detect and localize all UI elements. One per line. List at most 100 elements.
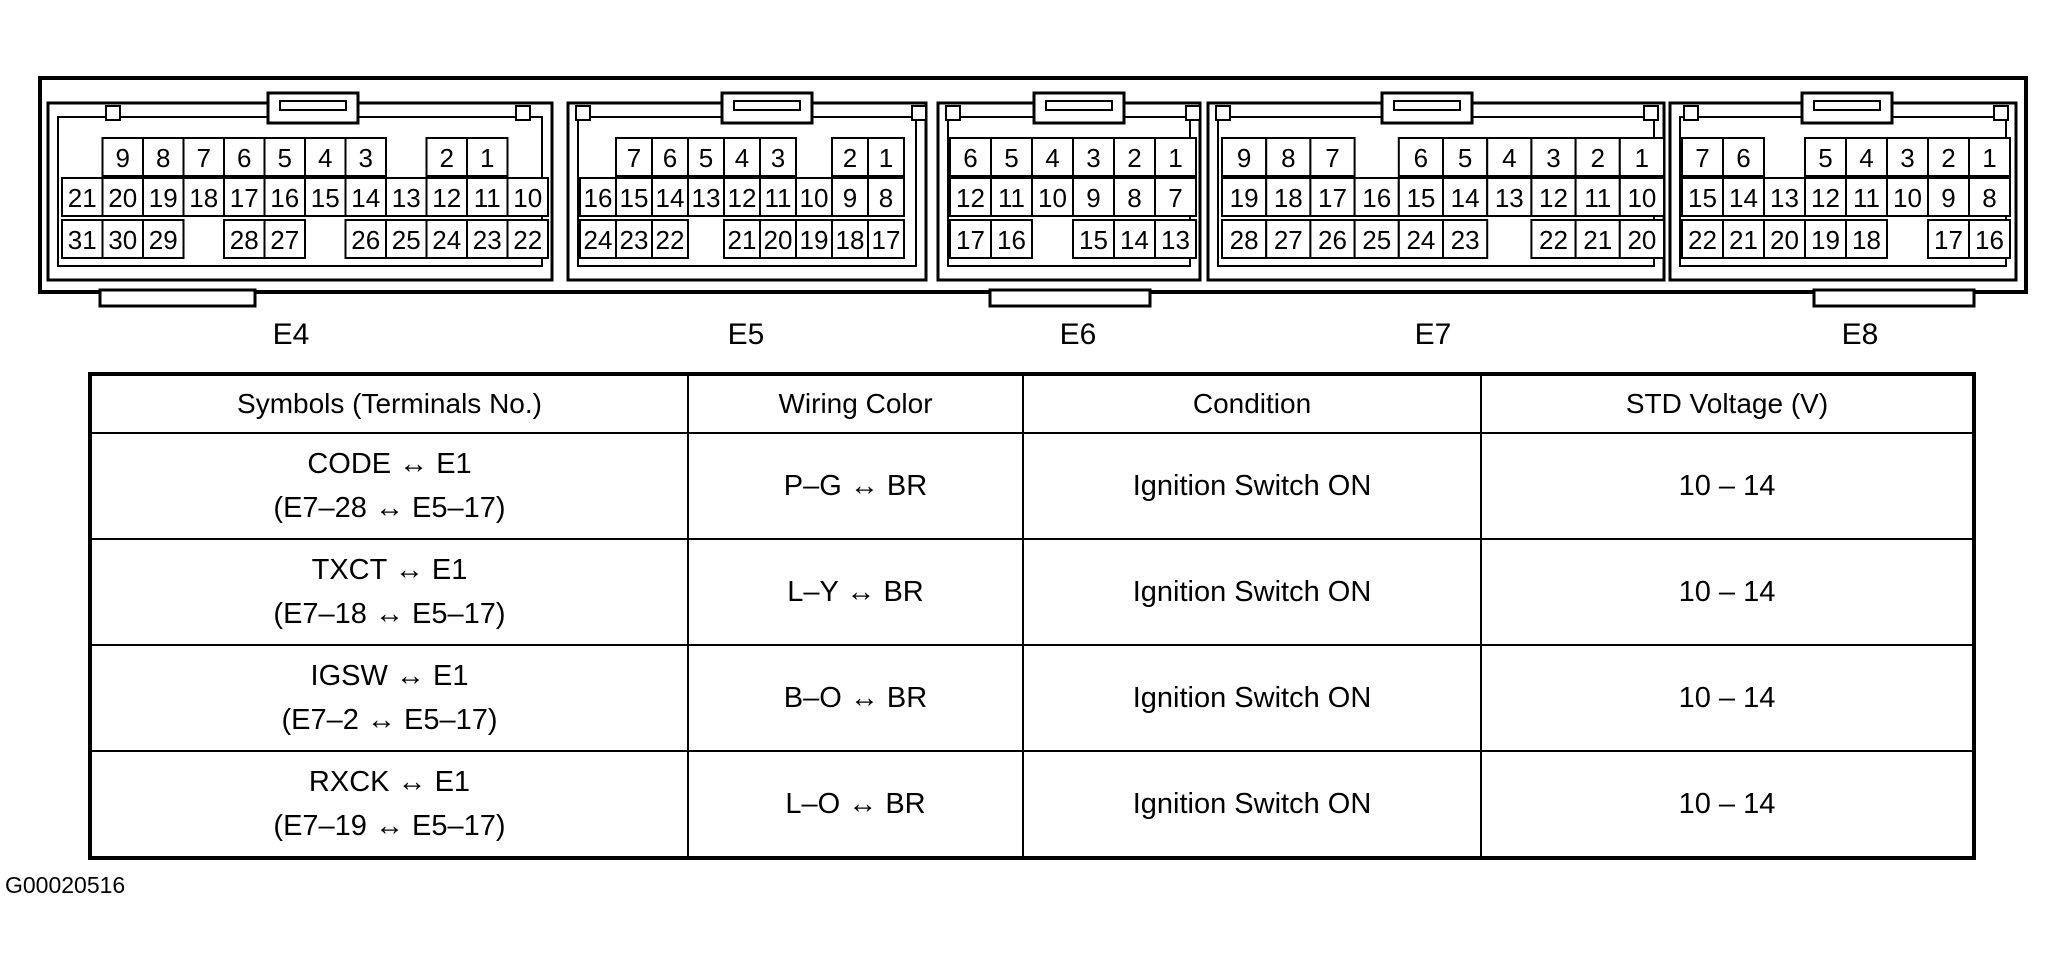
terminal-number: 5 bbox=[1818, 143, 1832, 173]
terminal-cell bbox=[1353, 219, 1400, 259]
terminal-cell bbox=[344, 177, 387, 217]
terminal-cell bbox=[1886, 137, 1929, 177]
terminal-cell bbox=[990, 177, 1033, 217]
terminal-number: 14 bbox=[1451, 183, 1480, 213]
terminal-cell bbox=[1265, 219, 1312, 259]
connector-latch bbox=[720, 91, 814, 125]
terminal-number: 5 bbox=[278, 143, 292, 173]
terminal-number: 17 bbox=[956, 225, 985, 255]
terminal-number: 16 bbox=[1362, 183, 1391, 213]
terminal-number: 13 bbox=[1770, 183, 1799, 213]
connector-label-e7: E7 bbox=[1414, 318, 1452, 351]
terminal-cell bbox=[425, 219, 468, 259]
terminal-number: 22 bbox=[513, 225, 542, 255]
terminal-number: 30 bbox=[108, 225, 137, 255]
terminal-cell bbox=[579, 219, 617, 259]
terminal-number: 2 bbox=[843, 143, 857, 173]
terminal-number: 9 bbox=[843, 183, 857, 213]
terminal-number: 15 bbox=[1688, 183, 1717, 213]
symbol-text: IGSW ↔ E1 bbox=[310, 660, 469, 692]
terminal-number: 2 bbox=[1590, 143, 1604, 173]
terminal-number: 12 bbox=[728, 183, 757, 213]
terminal-number: 7 bbox=[1325, 143, 1339, 173]
connector-label-e4: E4 bbox=[272, 318, 310, 351]
terminal-cell bbox=[1681, 177, 1724, 217]
terminal-number: 22 bbox=[656, 225, 685, 255]
terminal-cell bbox=[1681, 219, 1724, 259]
terminal-cell bbox=[1886, 177, 1929, 217]
terminal-cell bbox=[506, 177, 549, 217]
terminal-text: (E7–18 ↔ E5–17) bbox=[273, 598, 506, 630]
terminal-number: 6 bbox=[237, 143, 251, 173]
terminal-number: 3 bbox=[1546, 143, 1560, 173]
terminal-cell bbox=[867, 219, 905, 259]
terminal-number: 23 bbox=[1451, 225, 1480, 255]
connector-latch-slot bbox=[1393, 100, 1461, 111]
terminal-number: 12 bbox=[1811, 183, 1840, 213]
terminal-cell bbox=[759, 137, 797, 177]
symbol-text: RXCK ↔ E1 bbox=[308, 766, 471, 798]
terminal-number: 8 bbox=[879, 183, 893, 213]
terminal-number: 11 bbox=[474, 183, 501, 213]
terminal-number: 7 bbox=[1695, 143, 1709, 173]
terminal-number: 16 bbox=[997, 225, 1026, 255]
terminal-number: 8 bbox=[1281, 143, 1295, 173]
terminal-number: 23 bbox=[620, 225, 649, 255]
terminal-cell bbox=[466, 177, 509, 217]
connector-latch bbox=[1800, 91, 1894, 125]
header-condition: Condition bbox=[1022, 373, 1482, 434]
terminal-number: 24 bbox=[432, 225, 461, 255]
terminal-number: 3 bbox=[771, 143, 785, 173]
terminal-number: 4 bbox=[735, 143, 749, 173]
table-row: CODE ↔ E1 (E7–28 ↔ E5–17) P–G ↔ BR Ignit… bbox=[89, 432, 1975, 540]
terminal-cell bbox=[1574, 177, 1621, 217]
terminal-cell bbox=[1309, 177, 1356, 217]
terminal-cell bbox=[1031, 137, 1074, 177]
terminal-number: 31 bbox=[68, 225, 97, 255]
terminal-number: 10 bbox=[1038, 183, 1067, 213]
terminal-number: 21 bbox=[1729, 225, 1758, 255]
terminal-cell bbox=[1113, 137, 1156, 177]
voltage-cell: 10 – 14 bbox=[1480, 750, 1975, 859]
terminal-number: 25 bbox=[1362, 225, 1391, 255]
terminal-cell bbox=[1309, 137, 1356, 177]
terminal-cell bbox=[687, 137, 725, 177]
terminal-cell bbox=[1618, 137, 1666, 177]
connector-key-tab bbox=[515, 105, 531, 121]
terminal-cell bbox=[759, 177, 797, 217]
symbol-cell: TXCT ↔ E1 (E7–18 ↔ E5–17) bbox=[89, 538, 689, 646]
terminal-cell bbox=[506, 219, 549, 259]
connector-mount-foot bbox=[988, 288, 1152, 308]
terminal-cell bbox=[142, 219, 185, 259]
terminal-cell bbox=[1927, 177, 1970, 217]
connector-key-tab bbox=[1683, 105, 1699, 121]
terminal-number: 10 bbox=[1893, 183, 1922, 213]
terminal-number: 19 bbox=[149, 183, 178, 213]
terminal-number: 12 bbox=[1539, 183, 1568, 213]
terminal-cell bbox=[1681, 137, 1724, 177]
connector-mount-foot bbox=[98, 288, 257, 308]
terminal-cell bbox=[1486, 177, 1533, 217]
terminal-number: 20 bbox=[1627, 225, 1656, 255]
terminal-cell bbox=[795, 219, 833, 259]
connector-latch-slot bbox=[1813, 100, 1881, 111]
terminal-number: 12 bbox=[956, 183, 985, 213]
terminal-cell bbox=[831, 137, 869, 177]
terminal-cell bbox=[1154, 177, 1197, 217]
terminal-number: 7 bbox=[1168, 183, 1182, 213]
terminal-number: 21 bbox=[728, 225, 757, 255]
terminal-number: 16 bbox=[270, 183, 299, 213]
terminal-number: 15 bbox=[620, 183, 649, 213]
terminal-number: 2 bbox=[1941, 143, 1955, 173]
terminal-cell bbox=[1154, 137, 1197, 177]
terminal-number: 18 bbox=[836, 225, 865, 255]
terminal-cell bbox=[425, 177, 468, 217]
terminal-number: 1 bbox=[879, 143, 893, 173]
terminal-number: 19 bbox=[800, 225, 829, 255]
terminal-number: 6 bbox=[1414, 143, 1428, 173]
terminal-number: 14 bbox=[1120, 225, 1149, 255]
terminal-cell bbox=[1353, 177, 1400, 217]
